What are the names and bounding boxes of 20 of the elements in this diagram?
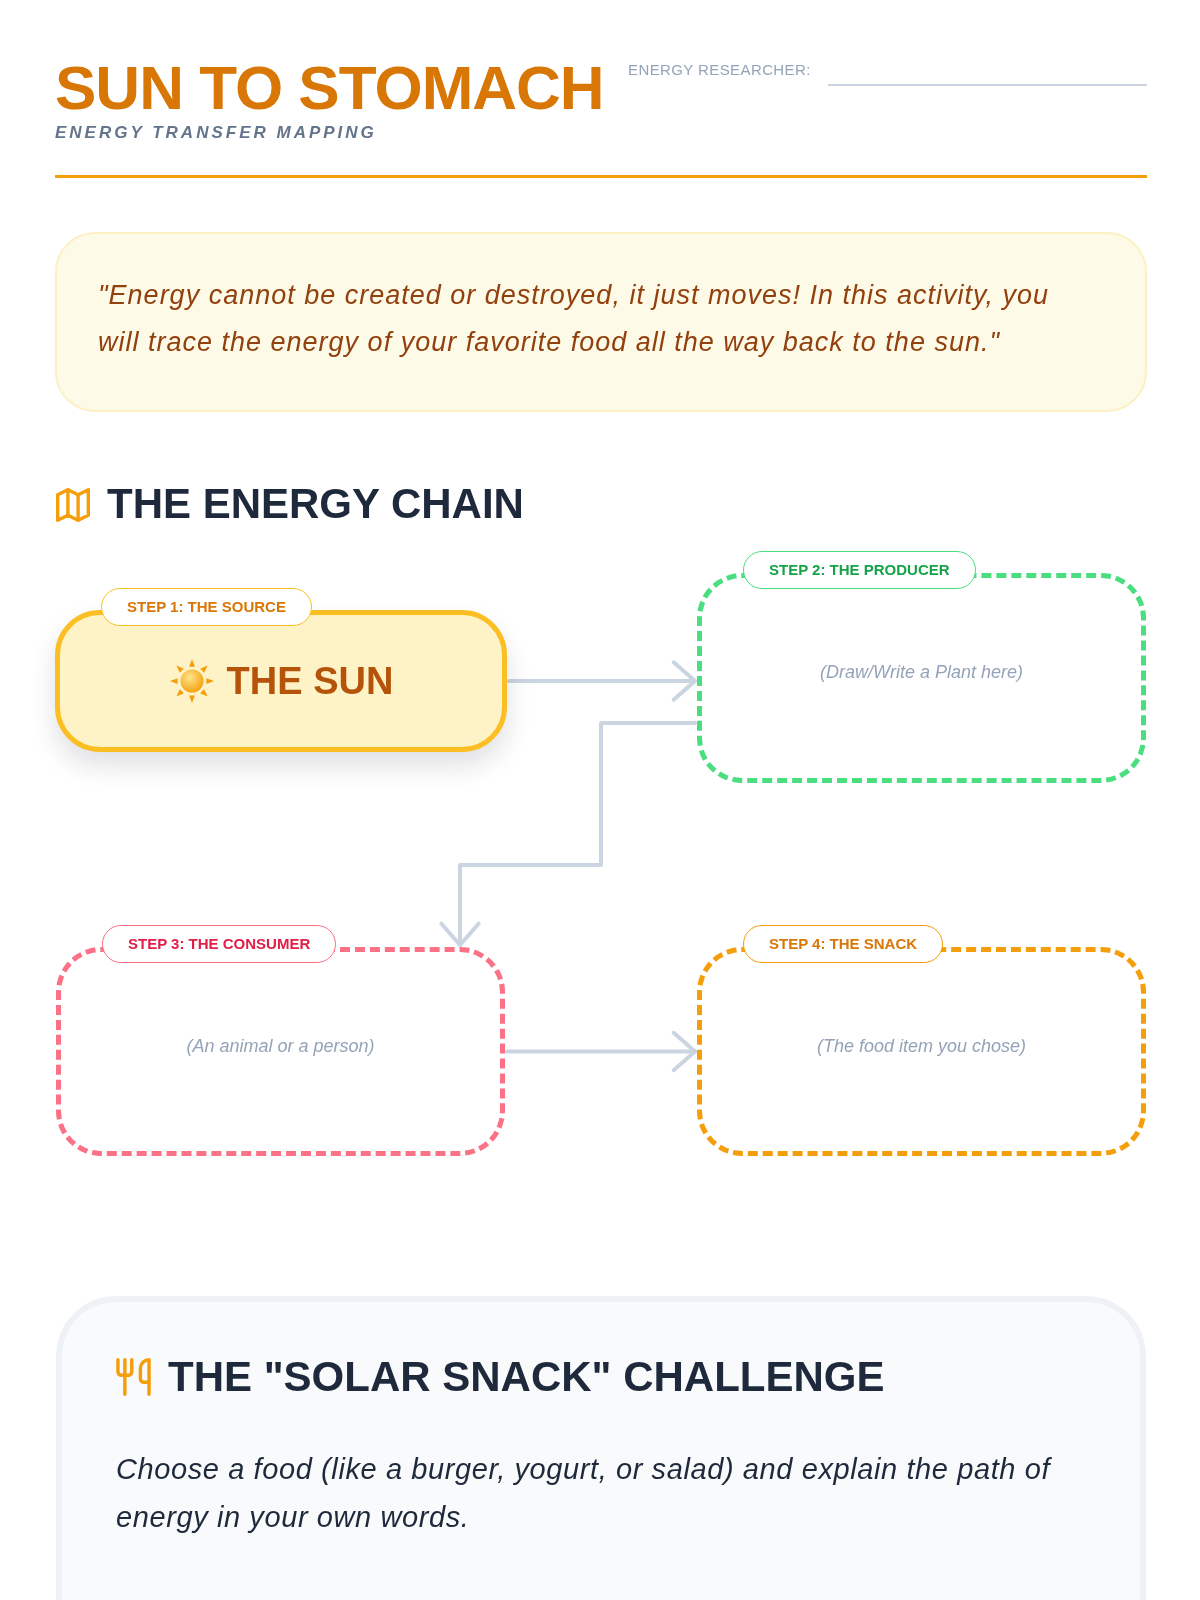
- field-label: ENERGY RESEARCHER:: [628, 61, 811, 79]
- arrow: [507, 660, 697, 702]
- section-heading: THE ENERGY CHAIN: [107, 479, 524, 529]
- card-title: THE SUN: [226, 659, 394, 703]
- step-label: STEP 1: THE SOURCE: [101, 588, 312, 626]
- arrow: [439, 721, 697, 947]
- step-label: STEP 4: THE SNACK: [743, 925, 944, 963]
- placeholder-text: (The food item you chose): [816, 1034, 1027, 1058]
- subtitle: ENERGY TRANSFER MAPPING: [55, 123, 377, 143]
- placeholder-text: (Draw/Write a Plant here): [819, 661, 1024, 684]
- page-title: SUN TO STOMACH: [55, 57, 604, 119]
- arrow: [505, 1030, 697, 1073]
- placeholder-text: (An animal or a person): [186, 1034, 375, 1058]
- instructions-text: Choose a food (like a burger, yogurt, or salad) and explain the path of energy in your own words.: [116, 1452, 1053, 1535]
- step-label: STEP 2: THE PRODUCER: [743, 551, 976, 589]
- step-label: STEP 3: THE CONSUMER: [102, 925, 337, 963]
- section-heading: THE "SOLAR SNACK" CHALLENGE: [168, 1352, 885, 1402]
- quote-panel: [55, 232, 1147, 412]
- challenge-panel: [56, 1296, 1146, 1600]
- quote-text: "Energy cannot be created or destroyed, it just moves! In this activity, you will trace the energy of your favorite food all the way back to the sun.": [98, 279, 1050, 359]
